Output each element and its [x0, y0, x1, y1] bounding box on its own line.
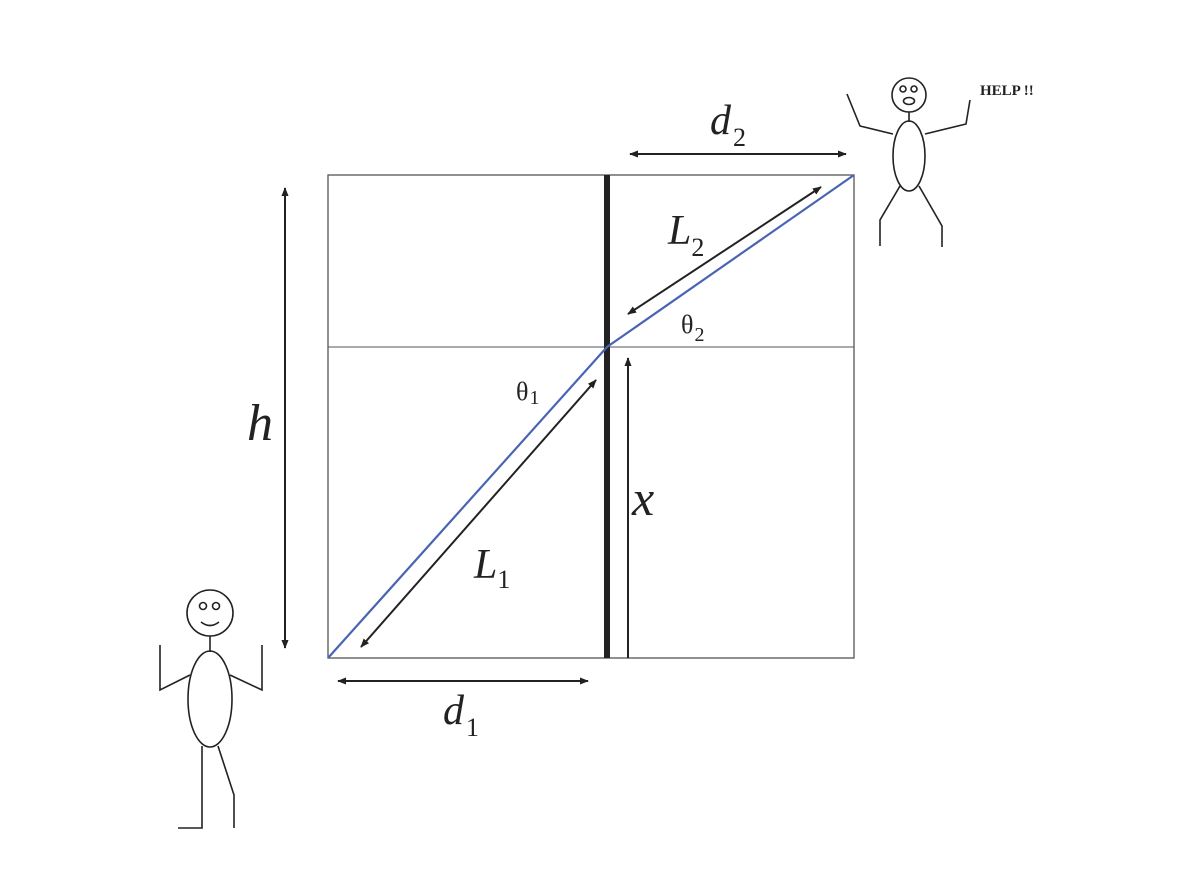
theta1-label: θ1 — [516, 377, 539, 409]
L2-label: L2 — [667, 208, 704, 262]
stick-figure-person-waving-icon — [846, 77, 971, 247]
d2-label: d2 — [710, 98, 746, 152]
help-label: HELP !! — [980, 83, 1034, 99]
h-label: h — [247, 395, 273, 452]
L1-label: L1 — [473, 542, 510, 594]
L1-arrow — [360, 379, 597, 648]
stick-figure-person-icon — [159, 589, 263, 829]
rescue-path — [327, 174, 855, 659]
theta2-label: θ2 — [681, 310, 704, 346]
d1-label: d1 — [443, 688, 479, 742]
x-label: x — [631, 470, 654, 526]
L2-arrow — [627, 186, 822, 315]
region-outline — [327, 174, 855, 659]
